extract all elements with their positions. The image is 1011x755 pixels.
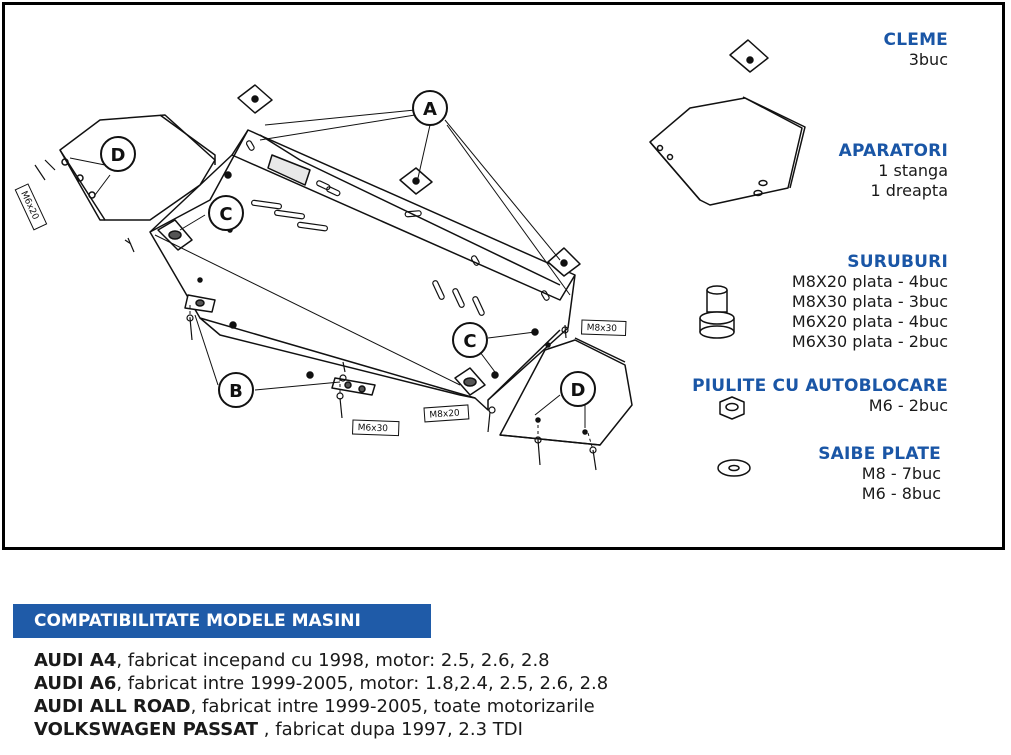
splash-guard-left xyxy=(59,114,216,221)
tag-m8x20: M8x20 xyxy=(423,404,470,423)
washer-icon xyxy=(717,459,751,477)
legend-aparatori-title: APARATORI xyxy=(838,141,948,161)
bracket-b-left xyxy=(184,294,216,313)
bolt-icon xyxy=(699,285,735,339)
legend-saibe: SAIBE PLATE M8 - 7buc M6 - 8buc xyxy=(818,444,941,504)
compat-row: AUDI A6, fabricat intre 1999-2005, motor… xyxy=(34,672,608,695)
tag-m6x20: M6x20 xyxy=(14,183,48,231)
svg-text:D: D xyxy=(111,145,126,166)
svg-text:C: C xyxy=(219,204,232,225)
callout-d-right: D xyxy=(560,371,596,407)
callout-c-right: C xyxy=(452,322,488,358)
compat-details: , fabricat incepand cu 1998, motor: 2.5,… xyxy=(116,650,550,671)
bracket-b-right xyxy=(331,377,376,396)
compat-model: AUDI A4 xyxy=(34,650,117,671)
compat-row: AUDI ALL ROAD, fabricat intre 1999-2005,… xyxy=(34,695,608,718)
svg-text:A: A xyxy=(423,99,437,120)
bolts xyxy=(34,159,597,471)
compat-details: , fabricat intre 1999-2005, toate motori… xyxy=(190,696,595,717)
svg-text:B: B xyxy=(229,381,243,402)
compat-list: AUDI A4, fabricat incepand cu 1998, moto… xyxy=(34,649,608,741)
compat-row: AUDI A4, fabricat incepand cu 1998, moto… xyxy=(34,649,608,672)
bracket-c-left xyxy=(157,219,193,251)
svg-text:M8x20: M8x20 xyxy=(429,409,460,421)
legend-cleme-line: 3buc xyxy=(908,50,948,69)
bracket-c-right xyxy=(454,367,486,396)
callout-c-left: C xyxy=(208,195,244,231)
compat-details: , fabricat intre 1999-2005, motor: 1.8,2… xyxy=(116,673,609,694)
legend-saibe-line: M6 - 8buc xyxy=(861,484,941,503)
compat-details: , fabricat dupa 1997, 2.3 TDI xyxy=(258,719,523,740)
svg-text:M6x30: M6x30 xyxy=(358,423,389,434)
legend-aparatori-line: 1 stanga xyxy=(878,161,948,180)
legend-aparatori-line: 1 dreapta xyxy=(870,181,948,200)
callout-d-left: D xyxy=(100,136,136,172)
legend-saibe-title: SAIBE PLATE xyxy=(818,444,941,464)
legend-aparatori: APARATORI 1 stanga 1 dreapta xyxy=(839,141,948,201)
clip-mid xyxy=(399,167,433,195)
legend-piulite-line: M6 - 2buc xyxy=(868,396,948,415)
legend-suruburi-line: M8X20 plata - 4buc xyxy=(791,272,948,291)
legend-piulite-title: PIULITE CU AUTOBLOCARE xyxy=(692,376,948,396)
legend-piulite: PIULITE CU AUTOBLOCARE M6 - 2buc xyxy=(692,376,948,416)
legend-suruburi-title: SURUBURI xyxy=(847,252,948,272)
svg-text:C: C xyxy=(463,331,476,352)
clip-exploded xyxy=(729,39,769,73)
legend-suruburi-line: M6X20 plata - 4buc xyxy=(791,312,948,331)
nut-icon xyxy=(719,396,745,420)
callout-a: A xyxy=(412,90,448,126)
tag-m6x30: M6x30 xyxy=(351,419,400,437)
legend-suruburi-line: M6X30 plata - 2buc xyxy=(791,332,948,351)
main-skid-plate xyxy=(149,129,576,411)
tag-m8x30: M8x30 xyxy=(580,319,627,337)
compat-model: AUDI A6 xyxy=(34,673,117,694)
assembly-diagram: M6x20 M8x30 M6x30 M8x20 A D C xyxy=(14,39,806,477)
legend-cleme: CLEME 3buc xyxy=(884,30,948,70)
callout-b: B xyxy=(218,372,254,408)
legend-suruburi: SURUBURI M8X20 plata - 4buc M8X30 plata … xyxy=(792,252,948,352)
compat-model: AUDI ALL ROAD xyxy=(34,696,191,717)
svg-text:M8x30: M8x30 xyxy=(587,323,618,334)
splash-guard-exploded xyxy=(649,96,806,206)
legend-suruburi-line: M8X30 plata - 3buc xyxy=(791,292,948,311)
svg-text:D: D xyxy=(571,380,586,401)
clip-top-left xyxy=(237,84,273,114)
compat-banner: COMPATIBILITATE MODELE MASINI xyxy=(13,604,431,638)
compat-row: VOLKSWAGEN PASSAT , fabricat dupa 1997, … xyxy=(34,718,608,741)
legend-saibe-line: M8 - 7buc xyxy=(861,464,941,483)
legend-cleme-title: CLEME xyxy=(883,30,948,50)
compat-model: VOLKSWAGEN PASSAT xyxy=(34,719,259,740)
